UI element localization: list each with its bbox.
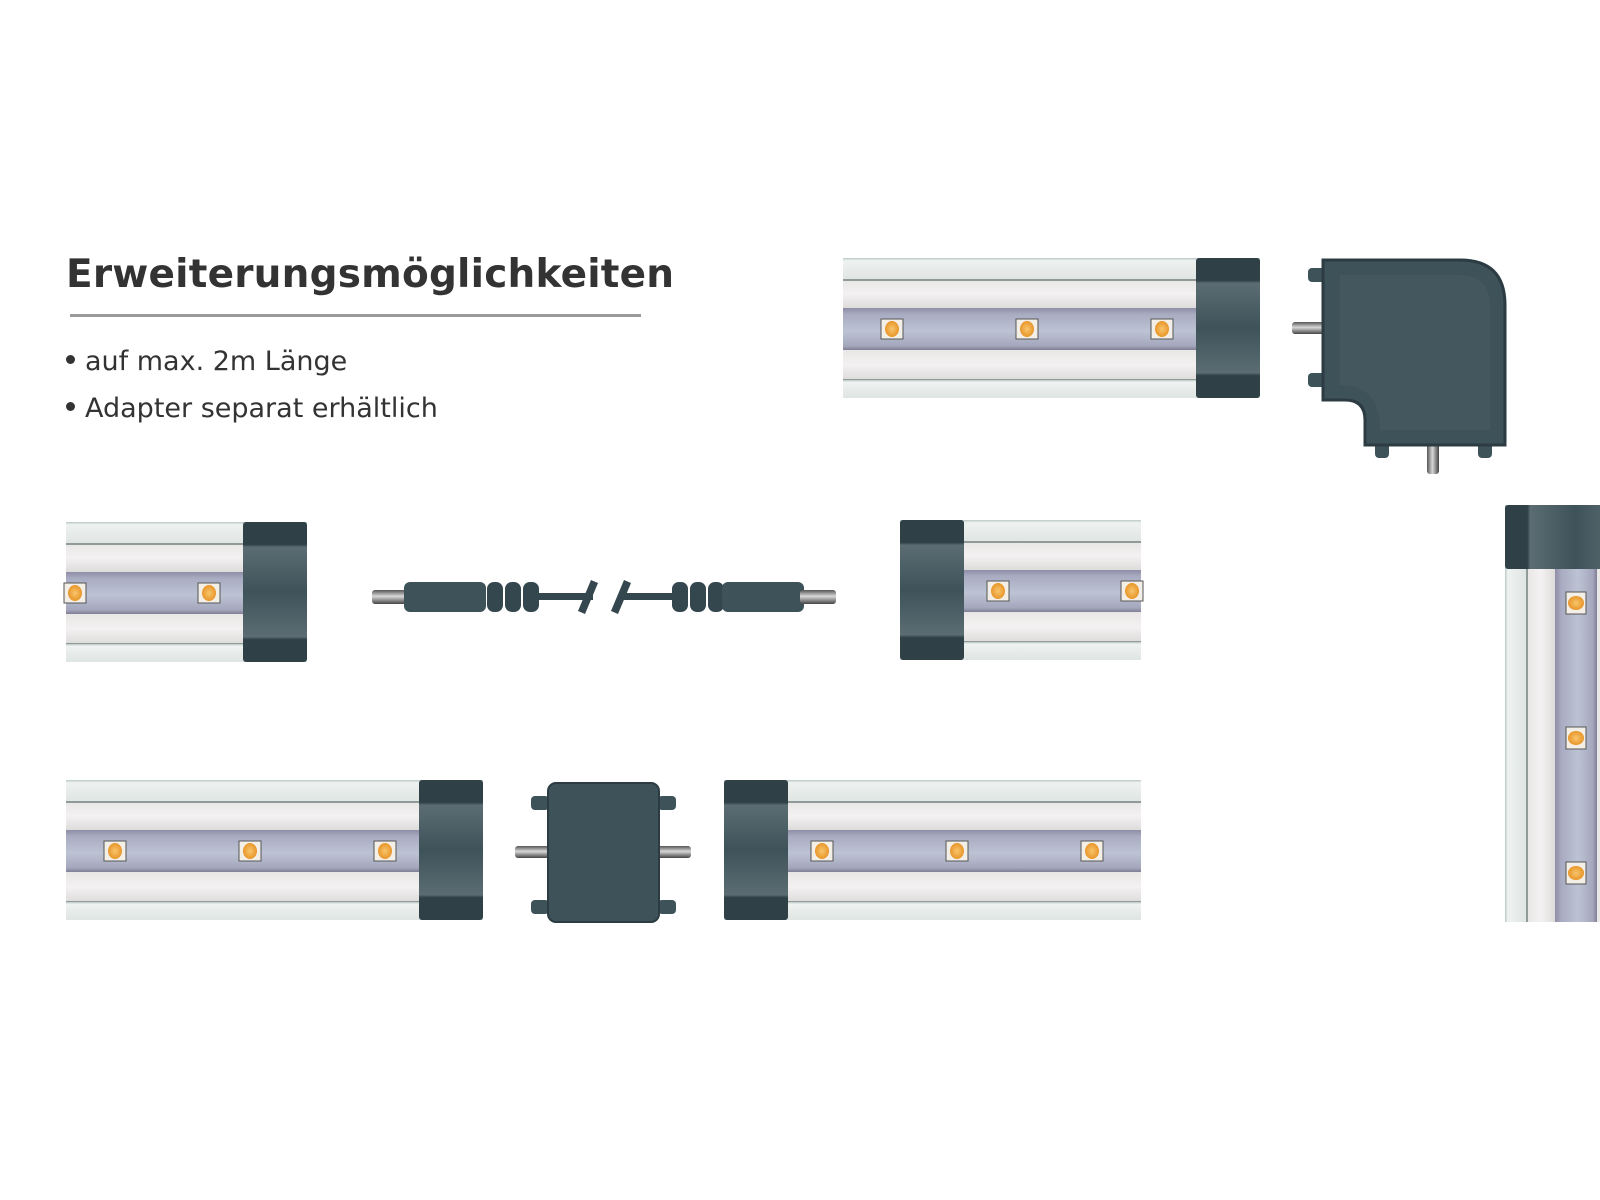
led-chip — [1565, 591, 1587, 615]
end-cap — [1196, 258, 1260, 398]
led-chip — [1015, 318, 1039, 340]
plug-grip — [487, 582, 503, 612]
led-icon — [108, 843, 122, 859]
led-light-bar — [900, 520, 1144, 660]
led-icon — [378, 843, 392, 859]
connector-stud — [531, 796, 549, 810]
plug-grip — [690, 582, 706, 612]
connector-stud — [531, 900, 549, 914]
cable-break-mark — [578, 580, 598, 614]
led-light-bar — [843, 258, 1260, 398]
led-light-bar — [724, 780, 1141, 920]
led-chip — [1565, 726, 1587, 750]
end-cap — [724, 780, 788, 920]
plug-grip — [672, 582, 688, 612]
straight-connector — [515, 782, 691, 923]
led-icon — [815, 843, 829, 859]
led-icon — [1085, 843, 1099, 859]
plug-grip — [523, 582, 539, 612]
bullet-dot — [66, 402, 75, 411]
led-chip — [880, 318, 904, 340]
led-light-bar — [1505, 505, 1600, 922]
bar-profile-bottom — [66, 902, 483, 920]
cable-wire — [620, 593, 672, 600]
connector-pin — [1292, 322, 1328, 334]
bar-profile-lower — [724, 872, 1141, 902]
connector-face — [1340, 275, 1490, 430]
led-icon — [1568, 731, 1584, 745]
led-icon — [950, 843, 964, 859]
led-chip — [1120, 580, 1144, 602]
end-cap — [1505, 505, 1600, 569]
led-icon — [1155, 321, 1169, 337]
bar-profile-bottom — [843, 380, 1260, 398]
connector-stud — [658, 900, 676, 914]
led-icon — [1568, 596, 1584, 610]
bar-profile-top — [724, 780, 1141, 802]
bullet-item: auf max. 2m Länge — [66, 346, 347, 377]
bar-profile-lower — [843, 350, 1260, 380]
bullet-text: auf max. 2m Länge — [85, 346, 348, 377]
led-chip — [810, 840, 834, 862]
bar-profile-upper — [66, 802, 483, 830]
plug-tip — [372, 590, 408, 604]
end-cap — [419, 780, 483, 920]
extension-cable — [372, 580, 836, 614]
end-cap — [900, 520, 964, 660]
connector-stud — [658, 796, 676, 810]
led-chip — [103, 840, 127, 862]
bar-profile-bottom — [724, 902, 1141, 920]
connector-pin — [1427, 440, 1439, 474]
led-chip — [945, 840, 969, 862]
led-light-bar — [63, 522, 307, 662]
plug-grip — [505, 582, 521, 612]
led-chip — [238, 840, 262, 862]
diagram-title: Erweiterungsmöglichkeiten — [66, 252, 675, 297]
plug-grip — [708, 582, 724, 612]
bar-diffuser — [843, 308, 1260, 350]
corner-connector — [1292, 258, 1507, 474]
led-icon — [885, 321, 899, 337]
cable-wire — [538, 593, 593, 600]
led-light-bar — [66, 780, 483, 920]
bar-profile-upper — [843, 280, 1260, 308]
bullet-dot — [66, 355, 75, 364]
led-chip — [373, 840, 397, 862]
led-icon — [243, 843, 257, 859]
led-icon — [202, 585, 216, 601]
bullet-item: Adapter separat erhältlich — [66, 393, 438, 424]
led-chip — [986, 580, 1010, 602]
bar-profile-top — [843, 258, 1260, 280]
bar-profile-top — [66, 780, 483, 802]
led-chip — [1080, 840, 1104, 862]
end-cap — [243, 522, 307, 662]
bar-profile-upper — [1527, 505, 1555, 922]
led-icon — [1125, 583, 1139, 599]
bar-profile-top — [1505, 505, 1527, 922]
title-underline — [70, 314, 641, 317]
plug-body — [722, 582, 804, 612]
led-icon — [991, 583, 1005, 599]
led-chip — [63, 582, 87, 604]
led-chip — [197, 582, 221, 604]
plug-body — [404, 582, 486, 612]
led-chip — [1150, 318, 1174, 340]
bar-profile-upper — [724, 802, 1141, 830]
led-icon — [1568, 866, 1584, 880]
led-chip — [1565, 861, 1587, 885]
bar-profile-lower — [66, 872, 483, 902]
plug-tip — [800, 590, 836, 604]
connector-body — [547, 782, 660, 923]
bullet-text: Adapter separat erhältlich — [85, 393, 438, 424]
bar-diffuser — [724, 830, 1141, 872]
led-icon — [1020, 321, 1034, 337]
bar-diffuser — [66, 830, 483, 872]
led-icon — [68, 585, 82, 601]
